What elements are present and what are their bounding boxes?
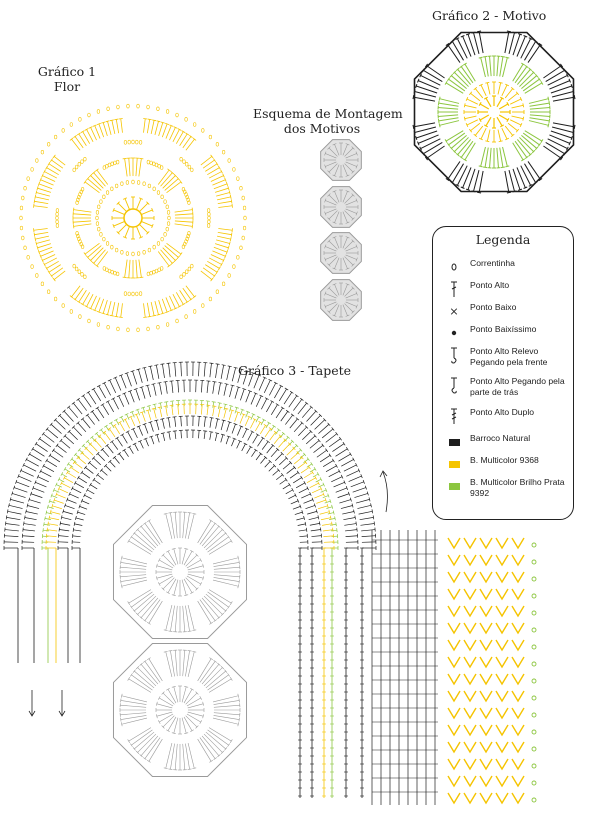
motivo-title: Gráfico 2 - Motivo: [432, 8, 547, 23]
legend-item-ponto-baixo: × Ponto Baixo: [433, 302, 573, 326]
esquema-title-line1: Esquema de Montagem: [253, 106, 403, 121]
legend-label: Ponto Alto Duplo: [470, 407, 535, 417]
swatch-yellow: [447, 455, 461, 473]
flor-title-line2: Flor: [53, 79, 81, 94]
legend-item-parte-tras: Ponto Alto Pegando pela parte de trás: [433, 376, 573, 400]
legend-label: Ponto Alto Pegando pela parte de trás: [470, 376, 565, 397]
tapete-chart: [3, 361, 537, 805]
legend-label: Ponto Baixíssimo: [470, 324, 537, 334]
esquema-chart: [320, 139, 362, 321]
flor-title: Gráfico 1 Flor: [32, 64, 102, 94]
legend-label: Ponto Alto: [470, 280, 510, 290]
double-crochet-icon: [447, 280, 461, 298]
legend-label: B. Multicolor 9368: [470, 455, 539, 465]
treble-crochet-icon: [447, 407, 461, 425]
legend-item-correntinha: Correntinha: [433, 258, 573, 282]
tapete-title: Gráfico 3 - Tapete: [238, 363, 352, 378]
legend-item-multicolor-9392: B. Multicolor Brilho Prata 9392: [433, 477, 573, 501]
flor-chart: [19, 103, 247, 333]
chain-stitch-icon: [447, 258, 461, 276]
back-post-icon: [447, 376, 461, 394]
front-post-icon: [447, 346, 461, 364]
legend-item-ponto-baixissimo: Ponto Baixíssimo: [433, 324, 573, 348]
legend-label: Ponto Alto Relevo Pegando pela frente: [470, 346, 548, 367]
legend-item-ponto-alto: Ponto Alto: [433, 280, 573, 304]
legend-title: Legenda: [475, 232, 531, 247]
motivo-chart: [412, 30, 576, 194]
legend-item-alto-duplo: Ponto Alto Duplo: [433, 407, 573, 431]
legend-item-barroco-natural: Barroco Natural: [433, 433, 573, 457]
esquema-title-line2: dos Motivos: [283, 121, 361, 136]
legend-item-relevo-frente: Ponto Alto Relevo Pegando pela frente: [433, 346, 573, 370]
esquema-title: Esquema de Montagem dos Motivos: [253, 106, 403, 136]
legend-label: Correntinha: [470, 258, 515, 268]
legend-label: B. Multicolor Brilho Prata 9392: [470, 477, 565, 498]
legend: Legenda Correntinha Ponto Alto × Ponto B…: [432, 226, 574, 520]
legend-label: Ponto Baixo: [470, 302, 517, 312]
legend-item-multicolor-9368: B. Multicolor 9368: [433, 455, 573, 479]
single-crochet-icon: ×: [449, 304, 459, 318]
legend-label: Barroco Natural: [470, 433, 531, 443]
swatch-black: [447, 433, 461, 451]
slip-stitch-icon: [447, 324, 461, 342]
swatch-green: [447, 477, 461, 495]
flor-title-line1: Gráfico 1: [37, 64, 97, 79]
